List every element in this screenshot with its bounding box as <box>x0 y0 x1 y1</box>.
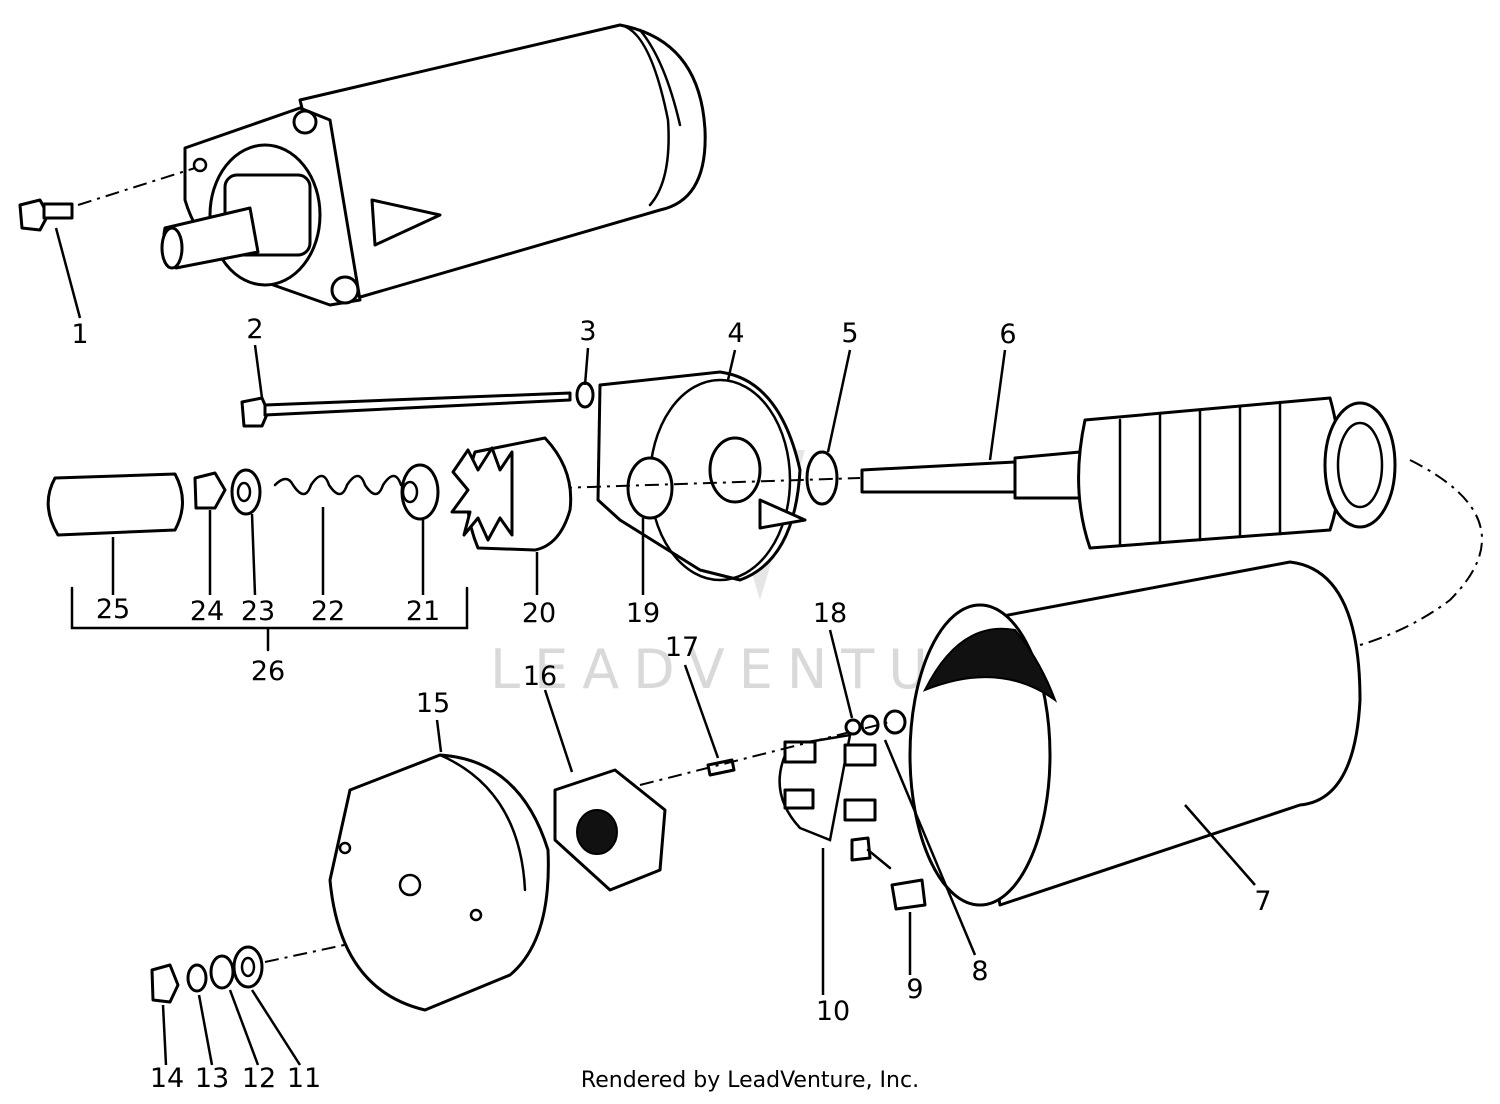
callout-7: 7 <box>1254 886 1271 917</box>
callout-24: 24 <box>190 596 224 627</box>
callout-8: 8 <box>971 956 988 987</box>
callout-19: 19 <box>626 598 660 629</box>
leader-lines <box>54 227 1256 1066</box>
part-10-brush-holder <box>778 733 892 870</box>
callout-23: 23 <box>241 596 275 627</box>
part-20-pinion <box>450 436 573 552</box>
parts-11-14-nut-washers <box>150 945 264 1004</box>
part-5-washer <box>805 450 839 506</box>
assembled-starter-motor <box>160 23 707 307</box>
callout-15: 15 <box>416 688 450 719</box>
footer-credit: Rendered by LeadVenture, Inc. <box>580 1068 920 1093</box>
part-2-through-bolt <box>240 391 572 428</box>
part-6-armature <box>860 396 1397 550</box>
callout-13: 13 <box>195 1063 229 1094</box>
part-9-brush <box>890 878 927 911</box>
callout-4: 4 <box>727 318 744 349</box>
callout-10: 10 <box>816 996 850 1027</box>
group-26-bracket <box>70 586 469 652</box>
parts-21-25-drive-assembly <box>46 463 440 537</box>
callout-14: 14 <box>150 1063 184 1094</box>
callout-labels: 1 2 3 4 5 6 7 8 9 10 11 12 13 14 15 16 1… <box>71 314 1271 1094</box>
part-18-clip <box>844 718 862 736</box>
part-15-end-cap <box>328 753 550 1012</box>
part-4-drive-end-housing <box>596 370 807 582</box>
callout-22: 22 <box>311 596 345 627</box>
callout-18: 18 <box>813 598 847 629</box>
callout-1: 1 <box>71 319 88 350</box>
part-8-screw <box>860 709 907 736</box>
callout-3: 3 <box>579 316 596 347</box>
part-1-bolt <box>18 198 74 232</box>
callout-20: 20 <box>522 598 556 629</box>
callout-6: 6 <box>999 319 1016 350</box>
callout-17: 17 <box>665 632 699 663</box>
callout-16: 16 <box>523 661 557 692</box>
callout-21: 21 <box>406 596 440 627</box>
callout-25: 25 <box>96 594 130 625</box>
callout-2: 2 <box>246 314 263 345</box>
callout-5: 5 <box>841 318 858 349</box>
part-7-frame <box>908 560 1362 907</box>
part-16-insulator <box>553 768 667 892</box>
part-3-washer <box>575 381 595 409</box>
callout-9: 9 <box>906 974 923 1005</box>
callout-11: 11 <box>287 1063 321 1094</box>
callout-12: 12 <box>242 1063 276 1094</box>
callout-26: 26 <box>251 656 285 687</box>
